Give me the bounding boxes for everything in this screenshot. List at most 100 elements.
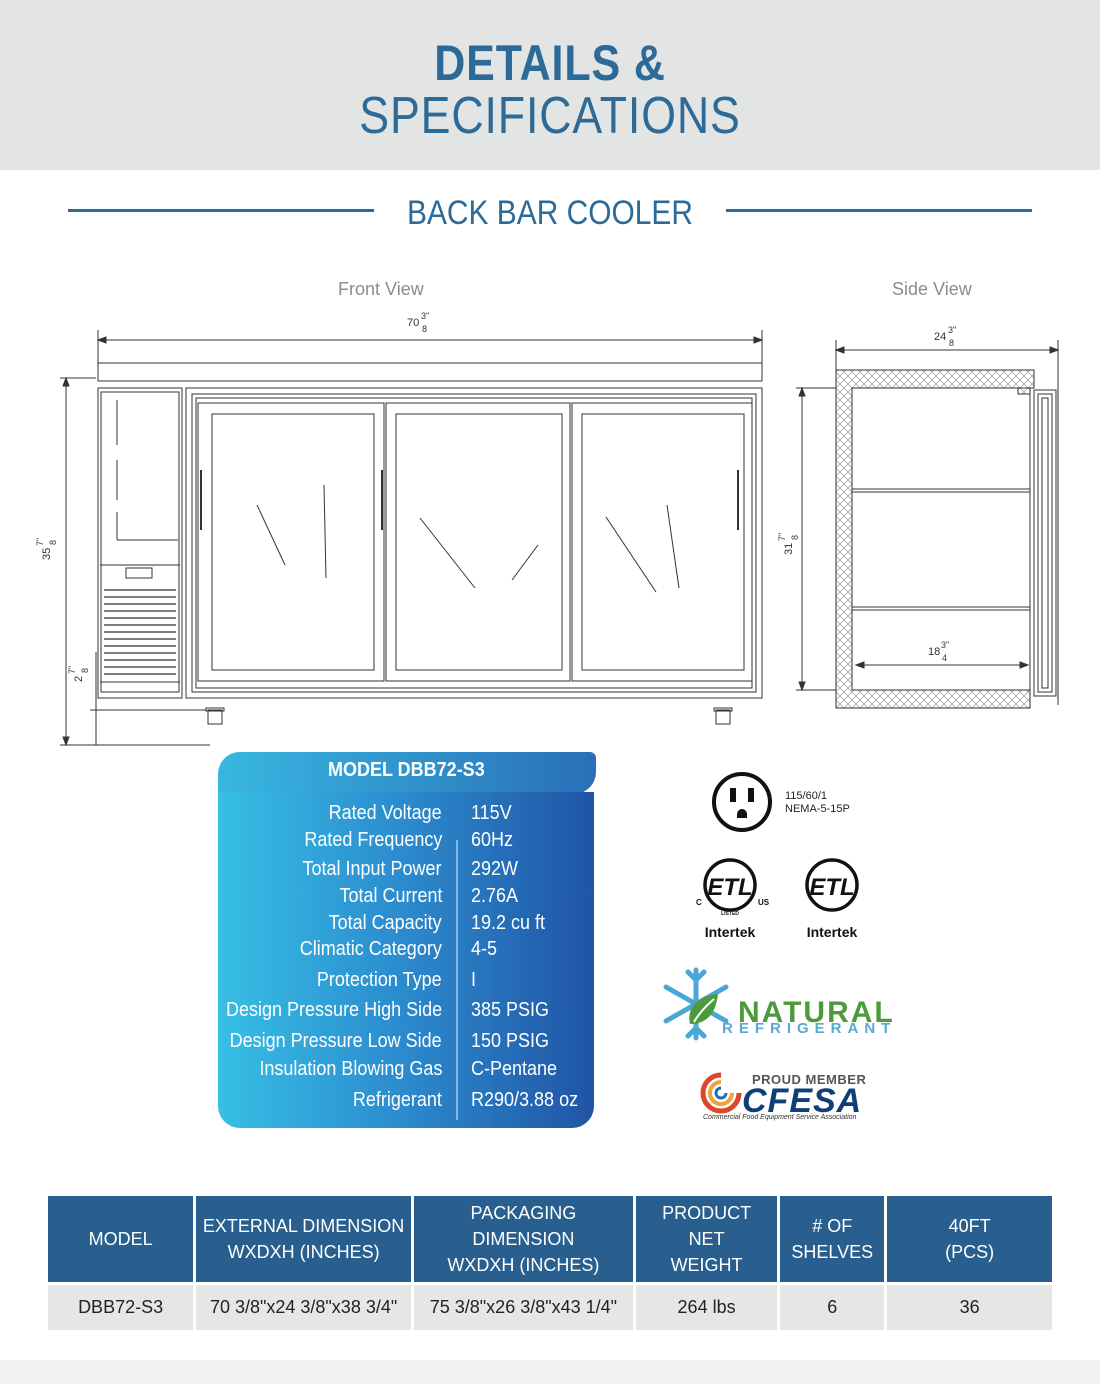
side-cabinet — [835, 369, 1057, 709]
section-title: BACK BAR COOLER — [407, 194, 693, 232]
model-spec-card: MODEL DBB72-S3 Rated Voltage 115V Rated … — [218, 752, 596, 1130]
side-width-dimension — [834, 340, 1060, 705]
spec-label: Design Pressure High Side — [225, 999, 442, 1021]
front-casters — [186, 697, 762, 725]
front-height-whole: 35 — [41, 548, 53, 560]
page-title-line2: SPECIFICATIONS — [359, 87, 741, 145]
etl-intertek-icon: ETL Intertek — [805, 858, 859, 940]
front-height-dimension — [60, 376, 210, 747]
spec-value: 385 PSIG — [471, 999, 550, 1021]
spec-label: Rated Frequency — [303, 829, 442, 851]
spec-row-input-power: Total Input Power 292W — [218, 858, 594, 886]
spec-value: 292W — [471, 858, 519, 880]
cfesa-subtitle: Commercial Food Equipment Service Associ… — [703, 1114, 857, 1121]
spec-row-pressure-low: Design Pressure Low Side 150 PSIG — [218, 1030, 594, 1058]
spec-row-pressure-high: Design Pressure High Side 385 PSIG — [218, 999, 594, 1027]
front-height-den: 8 — [48, 540, 58, 545]
leg-height-den: 8 — [80, 668, 90, 673]
plug-rating-line2: NEMA-5-15P — [785, 803, 850, 815]
spec-row-refrigerant: Refrigerant R290/3.88 oz — [218, 1089, 594, 1117]
leg-height-dimension — [90, 652, 206, 745]
compressor-housing — [97, 387, 183, 699]
section-rule-left — [68, 209, 374, 212]
spec-label: Rated Voltage — [328, 802, 442, 824]
front-width-dimension — [96, 330, 764, 378]
vent-grille — [104, 589, 176, 675]
spec-value: 150 PSIG — [471, 1030, 550, 1052]
page-title-line1: DETAILS & — [434, 35, 666, 91]
spec-row-current: Total Current 2.76A — [218, 885, 594, 913]
etl-listed-c-us-icon: ETL C US LISTED Intertek — [696, 858, 770, 940]
plug-rating-text: 115/60/1 NEMA-5-15P — [785, 790, 850, 816]
spec-box: Rated Voltage 115V Rated Frequency 60Hz … — [218, 792, 594, 1128]
spec-row-blowing-gas: Insulation Blowing Gas C-Pentane — [218, 1058, 594, 1086]
spec-row-voltage: Rated Voltage 115V — [218, 802, 594, 830]
technical-drawing: 70 3" 8 35 7" 8 2 7" 8 24 3" 8 31 7" 8 1… — [35, 311, 1060, 747]
side-height-den: 8 — [790, 535, 800, 540]
section-rule-right — [726, 209, 1032, 212]
shelf-depth-den: 4 — [942, 653, 947, 663]
front-view-label: Front View — [338, 279, 424, 299]
side-height-num: 7" — [777, 533, 787, 541]
cfesa-swirl-icon — [700, 1072, 742, 1114]
side-height-whole: 31 — [783, 543, 795, 555]
spec-value: 4-5 — [471, 938, 498, 960]
front-height-num: 7" — [35, 538, 45, 546]
spec-label: Design Pressure Low Side — [229, 1030, 442, 1052]
model-title: MODEL DBB72-S3 — [328, 759, 485, 781]
side-width-den: 8 — [949, 338, 954, 348]
shelf-depth-dimension — [854, 661, 1030, 669]
side-view-label: Side View — [892, 279, 972, 299]
natural-logo-word: NATURAL — [738, 996, 895, 1029]
plug-rating-line1: 115/60/1 — [785, 790, 828, 802]
footer-band — [0, 1360, 1100, 1384]
shelf-depth-num: 3" — [941, 640, 949, 650]
spec-divider — [456, 840, 458, 1120]
leg-height-num: 7" — [67, 666, 77, 674]
cell-external-dimension: 70 3/8"x24 3/8"x38 3/4" — [196, 1282, 411, 1330]
spec-value: 19.2 cu ft — [471, 912, 546, 934]
cabinet-doors — [185, 387, 763, 699]
col-header-model: MODEL — [48, 1196, 194, 1282]
spec-row-climatic-category: Climatic Category 4-5 — [218, 938, 594, 966]
spec-label: Refrigerant — [352, 1089, 442, 1111]
spec-row-frequency: Rated Frequency 60Hz — [218, 829, 594, 857]
etl-listed-text: LISTED — [721, 911, 739, 917]
cell-packaging-dimension: 75 3/8"x26 3/8"x43 1/4" — [414, 1282, 633, 1330]
leg-height-whole: 2 — [73, 676, 85, 682]
spec-row-capacity: Total Capacity 19.2 cu ft — [218, 912, 594, 940]
spec-value: 60Hz — [471, 829, 514, 851]
spec-label: Climatic Category — [299, 938, 442, 960]
controller-display — [125, 567, 153, 579]
spec-value: R290/3.88 oz — [471, 1089, 579, 1111]
spec-label: Protection Type — [317, 969, 442, 991]
spec-value: 2.76A — [471, 885, 519, 907]
nema-5-15p-plug-icon — [712, 772, 772, 832]
cfesa-wordmark: CFESA — [742, 1082, 863, 1120]
spec-row-protection-type: Protection Type I — [218, 969, 594, 997]
col-header-40ft: 40FT(PCS) — [887, 1196, 1052, 1282]
front-width-den: 8 — [422, 324, 427, 334]
etl-c-text: C — [696, 898, 702, 907]
spec-label: Total Input Power — [302, 858, 442, 880]
spec-label: Total Current — [338, 885, 442, 907]
refrigerant-logo-word: REFRIGERANT — [722, 1020, 897, 1037]
spec-label: Insulation Blowing Gas — [258, 1058, 442, 1080]
side-width-num: 3" — [948, 325, 956, 335]
cell-40ft: 36 — [887, 1282, 1052, 1330]
spec-value: 115V — [471, 802, 512, 824]
front-top-panel — [97, 362, 763, 382]
shelf-depth-whole: 18 — [928, 646, 940, 658]
etl-mark-text: ETL — [707, 874, 752, 901]
intertek-label-1: Intertek — [705, 924, 756, 940]
cfesa-proud-member: PROUD MEMBER — [752, 1072, 867, 1087]
front-width-whole: 70 — [407, 317, 419, 329]
intertek-label-2: Intertek — [807, 924, 858, 940]
side-width-whole: 24 — [934, 331, 946, 343]
page-header: DETAILS & SPECIFICATIONS — [0, 0, 1100, 170]
